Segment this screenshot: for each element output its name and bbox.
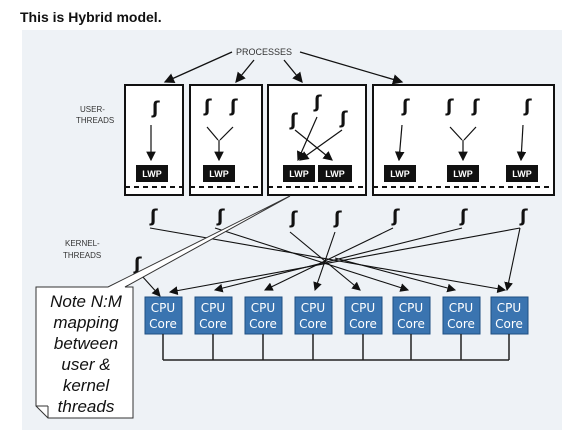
kernel-threads-label-1: KERNEL- [65, 239, 100, 248]
svg-text:Core: Core [447, 317, 475, 331]
svg-text:Core: Core [349, 317, 377, 331]
user-thread: ʃ [339, 108, 348, 129]
svg-text:LWP: LWP [142, 169, 162, 179]
user-threads-label-2: THREADS [76, 116, 114, 125]
svg-text:LWP: LWP [289, 169, 309, 179]
note-line: user & [61, 355, 110, 374]
user-thread: ʃ [471, 96, 480, 117]
cpu-core: CPU Core [144, 296, 183, 335]
svg-text:Core: Core [299, 317, 327, 331]
svg-text:Core: Core [397, 317, 425, 331]
bus-lines [162, 334, 510, 361]
user-thread: ʃ [203, 96, 212, 117]
note-shape [35, 195, 291, 419]
kernel-thread: ʃ [333, 208, 342, 229]
user-thread: ʃ [445, 96, 454, 117]
svg-text:CPU: CPU [449, 301, 473, 315]
svg-text:LWP: LWP [453, 169, 473, 179]
note-line: kernel [63, 376, 111, 395]
svg-text:Core: Core [149, 317, 177, 331]
svg-text:LWP: LWP [209, 169, 229, 179]
user-thread: ʃ [289, 110, 298, 131]
kernel-thread: ʃ [149, 206, 158, 227]
note-line: threads [58, 397, 115, 416]
user-threads-label-1: USER- [80, 105, 105, 114]
user-thread: ʃ [151, 98, 160, 119]
kernel-thread: ʃ [459, 206, 468, 227]
cpu-core: CPU Core [344, 296, 383, 335]
kernel-threads: ʃ ʃ ʃ ʃ ʃ ʃ ʃ ʃ [133, 206, 528, 275]
svg-text:CPU: CPU [251, 301, 275, 315]
lwp-blocks: LWP LWP LWP LWP LWP LWP LWP [136, 165, 538, 182]
cpu-core: CPU Core [244, 296, 283, 335]
lwp-block: LWP [318, 165, 352, 182]
svg-text:CPU: CPU [399, 301, 423, 315]
svg-text:Core: Core [495, 317, 523, 331]
lwp-block: LWP [283, 165, 315, 182]
cpu-core: CPU Core [194, 296, 233, 335]
kernel-threads-label-2: THREADS [63, 251, 101, 260]
kernel-thread: ʃ [519, 206, 528, 227]
heading: This is Hybrid model. [20, 9, 162, 25]
lwp-block: LWP [203, 165, 235, 182]
svg-text:CPU: CPU [201, 301, 225, 315]
lwp-block: LWP [447, 165, 479, 182]
note-line: between [54, 334, 118, 353]
cpu-core: CPU Core [294, 296, 333, 335]
user-thread: ʃ [229, 96, 238, 117]
svg-text:CPU: CPU [497, 301, 521, 315]
kernel-thread: ʃ [133, 254, 142, 275]
lwp-block: LWP [384, 165, 416, 182]
process-arrows [163, 51, 404, 85]
user-thread: ʃ [523, 96, 532, 117]
user-thread: ʃ [313, 92, 322, 113]
user-to-lwp-arrows [146, 116, 527, 162]
svg-text:LWP: LWP [390, 169, 410, 179]
svg-text:Core: Core [249, 317, 277, 331]
lwp-block: LWP [136, 165, 168, 182]
cpu-core: CPU Core [442, 296, 481, 335]
kernel-thread: ʃ [216, 206, 225, 227]
kernel-to-cpu-arrows [141, 227, 521, 297]
note-line: mapping [53, 313, 119, 332]
user-thread: ʃ [401, 96, 410, 117]
kernel-thread: ʃ [391, 206, 400, 227]
cpu-core: CPU Core [392, 296, 431, 335]
svg-text:Core: Core [199, 317, 227, 331]
svg-text:LWP: LWP [325, 169, 345, 179]
note-callout: Note N:M mapping between user & kernel t… [35, 195, 291, 419]
svg-text:CPU: CPU [351, 301, 375, 315]
svg-text:CPU: CPU [301, 301, 325, 315]
svg-text:CPU: CPU [151, 301, 175, 315]
processes-label: PROCESSES [236, 47, 292, 57]
note-line: Note N:M [50, 292, 123, 311]
kernel-thread: ʃ [289, 208, 298, 229]
user-threads: ʃ ʃ ʃ ʃ ʃ ʃ ʃ ʃ ʃ ʃ [151, 92, 532, 131]
cpu-core: CPU Core [490, 296, 529, 335]
lwp-block: LWP [506, 165, 538, 182]
svg-text:LWP: LWP [512, 169, 532, 179]
